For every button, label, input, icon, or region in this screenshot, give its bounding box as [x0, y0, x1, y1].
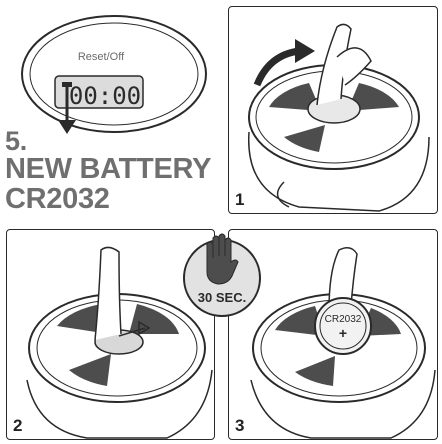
lcd-display: [54, 75, 144, 109]
finger: [336, 47, 372, 86]
remove-battery-illustration: [26, 246, 213, 439]
segment-bottom: [284, 125, 325, 152]
lcd-indicator: [62, 82, 72, 87]
reset-label: Reset/Off: [78, 51, 125, 63]
step-2-panel: 2: [6, 229, 215, 440]
segment-left: [275, 306, 325, 336]
battery-model: CR2032: [325, 314, 362, 325]
device-illustration: Reset/Off 00:00: [21, 15, 207, 134]
segment-right: [347, 83, 399, 111]
step-number-2: 2: [13, 416, 23, 435]
rotate-arrow-icon: [253, 39, 315, 87]
segment-left: [269, 83, 321, 111]
segment-bottom: [69, 354, 111, 386]
segment-right: [129, 304, 179, 334]
segment-bottom: [295, 356, 335, 386]
step-number-3: 3: [235, 416, 245, 435]
step-number-1: 1: [235, 190, 245, 209]
title-line-2: CR2032: [5, 183, 110, 215]
device-body: [21, 15, 207, 133]
finger: [328, 247, 358, 311]
arrow-down-icon: [58, 86, 76, 134]
intro-panel: Reset/Off 00:00 5. NEW BATTERY CR2032: [2, 2, 216, 216]
title-line-1: NEW BATTERY: [5, 153, 212, 185]
new-battery: [314, 297, 372, 355]
step-3-panel: CR2032 + 3: [228, 229, 438, 440]
wait-badge-label: 30 SEC.: [197, 290, 247, 305]
step-number: 5.: [5, 126, 27, 156]
battery-polarity: +: [339, 325, 347, 341]
open-cover-illustration: [248, 23, 430, 212]
device-rim: [29, 22, 199, 126]
lcd-time: 00:00: [69, 82, 141, 110]
step-1-panel: 1: [228, 6, 438, 214]
insert-battery-illustration: CR2032 +: [250, 247, 436, 439]
finger: [94, 246, 122, 341]
